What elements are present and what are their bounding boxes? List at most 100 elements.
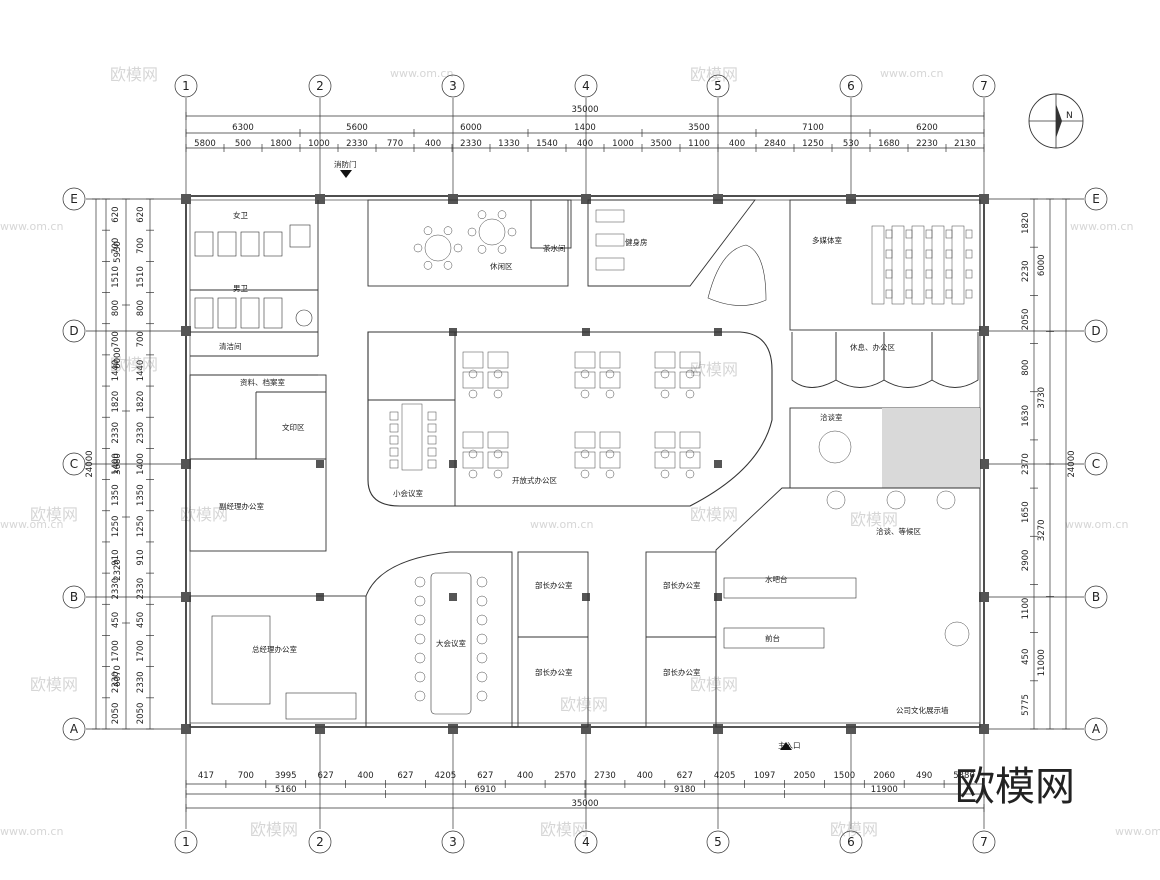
structural-column [582, 593, 590, 601]
workstation-desk [654, 431, 676, 449]
structural-column [846, 724, 856, 734]
multimedia-chair [945, 269, 953, 279]
grid-bubble [839, 74, 863, 98]
dimension-label: 1540 [536, 139, 558, 149]
grid-bubble [972, 830, 996, 854]
dimension-label: 400 [577, 139, 593, 149]
dimension-label: 1510 [136, 266, 146, 288]
dimension-label: 5380 [953, 771, 975, 781]
watermark-url: www.om.cn [530, 518, 593, 531]
workstation-desk [599, 351, 621, 369]
dimension-label: 2330 [136, 671, 146, 693]
dimension-label: 400 [425, 139, 441, 149]
lounge-chair [453, 243, 463, 253]
lounge-chair [443, 261, 453, 270]
workstation-desk [599, 371, 621, 389]
dimension-label: 1350 [136, 484, 146, 506]
dimension-label: 11900 [871, 785, 898, 795]
meeting-chair [414, 576, 426, 588]
label-negotiation: 洽谈室 [820, 412, 843, 422]
office-chair [605, 469, 615, 479]
interior-walls [189, 199, 981, 728]
watermark-brand: 欧模网 [690, 675, 738, 694]
watermark-brand: 欧模网 [250, 820, 298, 839]
workstation-desk [654, 371, 676, 389]
office-chair [580, 369, 590, 379]
office-chair [493, 369, 503, 379]
grid-bubble [62, 452, 86, 476]
dimension-label: 24000 [1067, 450, 1077, 477]
lounge-chair [507, 227, 517, 237]
dimension-label: 2330 [136, 578, 146, 600]
treadmill [595, 257, 625, 271]
grid-bubble [441, 830, 465, 854]
dimension-label: 2570 [554, 771, 576, 781]
meeting-chair [414, 652, 426, 664]
dimension-label: 3730 [1037, 387, 1047, 409]
structural-column [979, 326, 989, 336]
structural-column [449, 460, 457, 468]
multimedia-chair [945, 229, 953, 239]
multimedia-chair [905, 249, 913, 259]
label-front-desk: 前台 [765, 633, 780, 643]
watermark-url: www.om.cn [0, 518, 63, 531]
structural-column [979, 592, 989, 602]
dimension-label: 2060 [873, 771, 895, 781]
dimension-label: 1250 [136, 516, 146, 538]
lounge-chair [467, 227, 477, 237]
office-chair [685, 469, 695, 479]
dimension-label: 2330 [111, 671, 121, 693]
multimedia-chair [945, 289, 953, 299]
workstation-desk [679, 351, 701, 369]
grid-label-col: 7 [980, 835, 988, 849]
grid-label-col: 1 [182, 835, 190, 849]
dimension-label: 2050 [111, 703, 121, 725]
dimension-label: 9180 [674, 785, 696, 795]
label-vice-gm: 副经理办公室 [219, 501, 264, 511]
grid-label-row: B [70, 590, 78, 604]
watermark-brand: 欧模网 [690, 505, 738, 524]
dimension-label: 2730 [594, 771, 616, 781]
office-chair [660, 389, 670, 399]
structural-column [714, 460, 722, 468]
dimension-label: 7100 [802, 123, 824, 133]
grid-label-col: 3 [449, 835, 457, 849]
watermark-brand: 欧模网 [690, 360, 738, 379]
structural-column [979, 724, 989, 734]
workstation-desk [599, 451, 621, 469]
label-water-bar: 水吧台 [765, 574, 788, 584]
watermark-brand: 欧模网 [110, 355, 158, 374]
meeting-chair [476, 576, 488, 588]
dimension-label: 2330 [111, 578, 121, 600]
dimension-label: 2900 [1021, 550, 1031, 572]
brand-logo: 欧模网 [955, 764, 1075, 810]
dimension-label: 2230 [916, 139, 938, 149]
grid-label-row: B [1092, 590, 1100, 604]
office-chair [580, 449, 590, 459]
workstation-desk [574, 451, 596, 469]
structural-column [846, 194, 856, 204]
multimedia-chair [965, 229, 973, 239]
watermark-brand: 欧模网 [830, 820, 878, 839]
workstation-desk [462, 431, 484, 449]
meeting-chair [427, 447, 437, 457]
dimension-label: 5800 [194, 139, 216, 149]
multimedia-chair [965, 289, 973, 299]
dimension-label: 1100 [688, 139, 710, 149]
structural-column [181, 592, 191, 602]
dimension-label: 1400 [136, 453, 146, 475]
meeting-chair [414, 671, 426, 683]
dimension-label: 1330 [498, 139, 520, 149]
workstation-desk [462, 451, 484, 469]
workstation-desk [462, 351, 484, 369]
grid-bubble [1084, 585, 1108, 609]
label-culture-wall: 公司文化展示墙 [896, 705, 949, 715]
grid-bubble [62, 319, 86, 343]
grid-bubble [62, 187, 86, 211]
label-tea: 茶水间 [543, 243, 566, 253]
multimedia-chair [965, 269, 973, 279]
label-gym: 健身房 [625, 237, 648, 247]
dimension-label: 1820 [111, 391, 121, 413]
grid-label-col: 1 [182, 79, 190, 93]
label-dept-manager-2: 部长办公室 [535, 667, 573, 677]
